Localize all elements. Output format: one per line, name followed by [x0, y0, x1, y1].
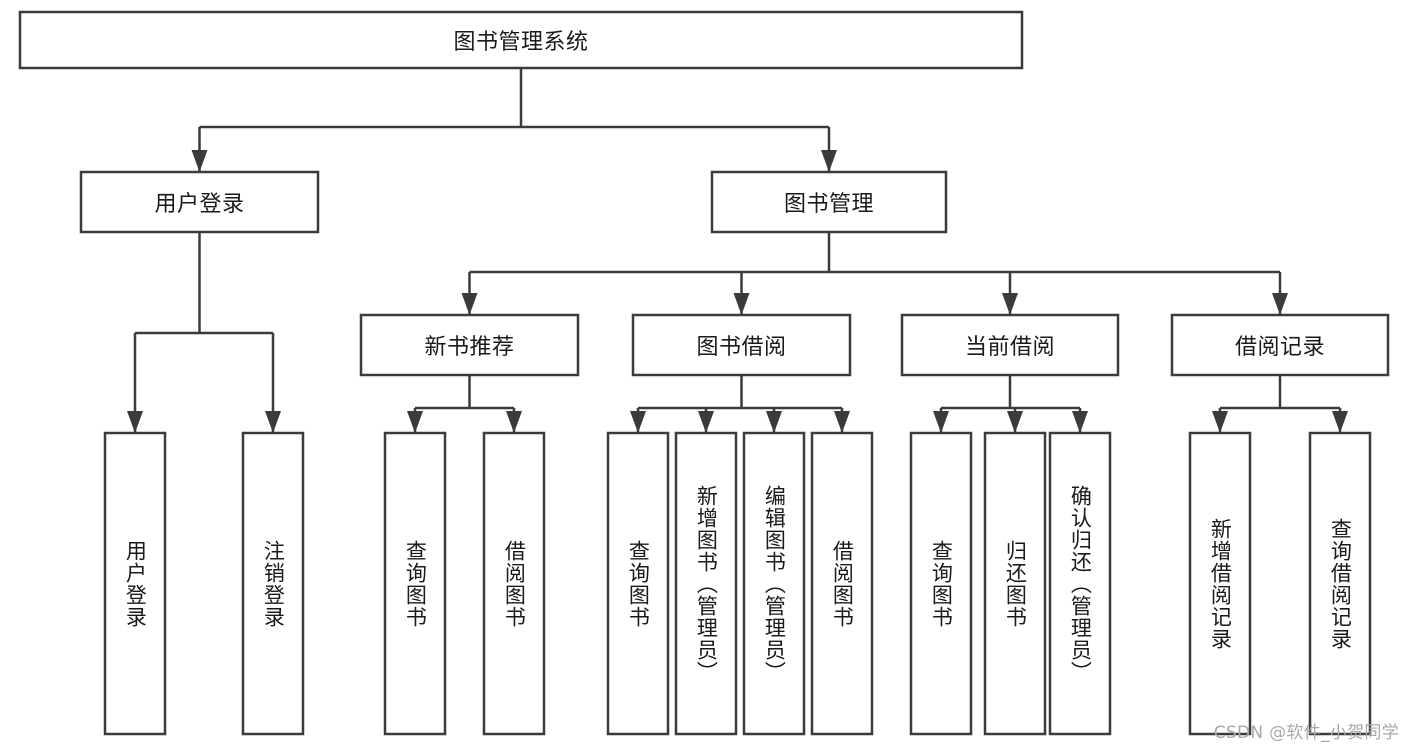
node-box-book-borrow[interactable]: [631, 313, 852, 377]
node-box-borrow-record[interactable]: [1170, 313, 1390, 377]
arrow-head-icon-leaf-add-book: [698, 411, 714, 433]
arrow-head-icon-user-login: [191, 150, 208, 172]
arrow-head-icon-current-borrow: [1002, 293, 1018, 315]
node-box-leaf-add-book[interactable]: [674, 431, 738, 736]
node-box-root[interactable]: [18, 10, 1024, 70]
arrow-head-icon-leaf-query-book-2: [630, 411, 646, 433]
arrow-head-icon-borrow-record: [1272, 293, 1288, 315]
node-box-leaf-query-book-3[interactable]: [909, 431, 973, 736]
node-box-leaf-borrow-book-1[interactable]: [482, 431, 546, 736]
node-box-leaf-borrow-book-2[interactable]: [810, 431, 874, 736]
arrow-head-icon-new-book-recommend: [461, 293, 478, 315]
arrow-head-icon-book-borrow: [733, 293, 750, 315]
arrow-head-icon-book-manage: [821, 150, 837, 172]
node-box-leaf-query-record[interactable]: [1308, 431, 1372, 736]
node-box-leaf-logout[interactable]: [241, 431, 305, 736]
watermark-text: CSDN @软件_小贺同学: [1213, 723, 1399, 743]
node-box-leaf-confirm-return[interactable]: [1048, 431, 1112, 736]
node-box-new-book-recommend[interactable]: [359, 313, 580, 377]
arrow-head-icon-leaf-query-book-1: [407, 411, 423, 433]
node-box-leaf-return-book[interactable]: [983, 431, 1047, 736]
arrow-head-icon-leaf-return-book: [1007, 411, 1023, 433]
node-box-layer: [18, 10, 1390, 736]
arrow-head-icon-leaf-query-book-3: [933, 411, 949, 433]
node-box-leaf-query-book-2[interactable]: [606, 431, 670, 736]
arrow-head-icon-leaf-query-record: [1332, 411, 1348, 433]
arrow-head-icon-leaf-edit-book: [766, 411, 782, 433]
arrow-head-icon-leaf-borrow-book-1: [506, 411, 522, 433]
arrow-head-icon-leaf-user-login: [127, 411, 143, 433]
node-box-leaf-add-record[interactable]: [1188, 431, 1252, 736]
node-box-user-login[interactable]: [79, 170, 320, 234]
node-box-leaf-query-book-1[interactable]: [383, 431, 447, 736]
node-box-book-manage[interactable]: [710, 170, 948, 234]
connector-layer: [127, 68, 1348, 433]
arrow-head-icon-leaf-confirm-return: [1072, 411, 1088, 433]
arrow-head-icon-leaf-borrow-book-2: [834, 411, 850, 433]
arrow-head-icon-leaf-add-record: [1212, 411, 1228, 433]
arrow-head-icon-leaf-logout: [265, 411, 281, 433]
node-box-leaf-user-login[interactable]: [103, 431, 167, 736]
node-box-current-borrow[interactable]: [900, 313, 1120, 377]
node-box-leaf-edit-book[interactable]: [742, 431, 806, 736]
